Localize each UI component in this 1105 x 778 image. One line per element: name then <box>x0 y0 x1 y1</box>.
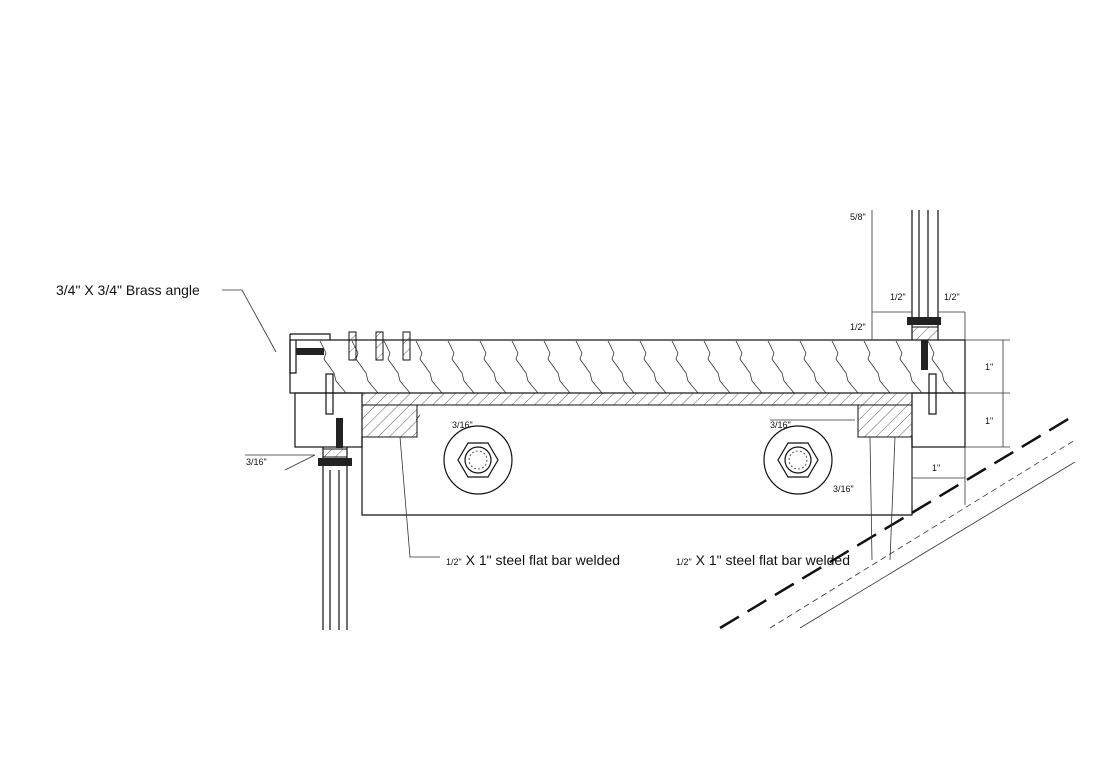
wood-grain <box>831 340 859 394</box>
wood-grain <box>415 340 443 394</box>
dim-weld-outer: 3/16" <box>246 457 267 467</box>
wood-grain <box>671 340 699 394</box>
label-flat-bar-left: 1/2" X 1" steel flat bar welded <box>446 552 620 568</box>
wood-grain <box>703 340 731 394</box>
dim-gap-left: 1/2" <box>890 292 906 302</box>
glass-panel-right <box>907 210 941 341</box>
spline <box>375 331 384 361</box>
flat-bar-left <box>361 404 418 438</box>
hatched-strip <box>361 392 913 406</box>
flat-bar-right <box>857 404 913 438</box>
label-flat-bar-right: 1/2" X 1" steel flat bar welded <box>676 552 850 568</box>
dim-gap-right: 1/2" <box>944 292 960 302</box>
leaders <box>222 289 896 561</box>
wood-grain <box>511 340 539 394</box>
wood-grain <box>607 340 635 394</box>
label-brass-angle: 3/4" X 3/4" Brass angle <box>56 282 200 298</box>
wood-grain <box>799 340 827 394</box>
dim-board-top: 1" <box>985 362 993 372</box>
screw-icon <box>921 340 928 370</box>
bolt-left <box>443 425 513 495</box>
dim-height-small: 1/2" <box>850 322 866 332</box>
wood-grain <box>927 340 955 394</box>
spline <box>325 373 334 415</box>
wood-grain <box>863 340 891 394</box>
wood-grain <box>383 340 411 394</box>
wood-grain <box>319 340 347 394</box>
wood-grain <box>543 340 571 394</box>
screw-icon <box>296 348 324 355</box>
dimension-lines <box>245 210 1010 505</box>
spline <box>402 331 411 361</box>
wood-grain <box>351 340 379 394</box>
wood-grain <box>479 340 507 394</box>
spline <box>928 373 937 415</box>
glass-panel-left <box>318 447 352 630</box>
wood-grain <box>895 340 923 394</box>
dim-glass-top: 5/8" <box>850 212 866 222</box>
wood-grain <box>639 340 667 394</box>
wood-grain <box>447 340 475 394</box>
brass-angle <box>289 333 331 374</box>
dim-weld-mid: 3/16" <box>770 420 791 430</box>
bolt-right <box>763 425 833 495</box>
wood-grain <box>575 340 603 394</box>
dim-weld-left: 3/16" <box>452 420 473 430</box>
dim-overhang: 1" <box>932 463 940 473</box>
wood-grain <box>767 340 795 394</box>
dim-board-bottom: 1" <box>985 416 993 426</box>
roof-lines <box>719 413 1076 630</box>
screw-icon <box>336 418 343 448</box>
spline <box>348 331 357 361</box>
wood-grain <box>735 340 763 394</box>
dim-weld-right: 3/16" <box>833 484 854 494</box>
